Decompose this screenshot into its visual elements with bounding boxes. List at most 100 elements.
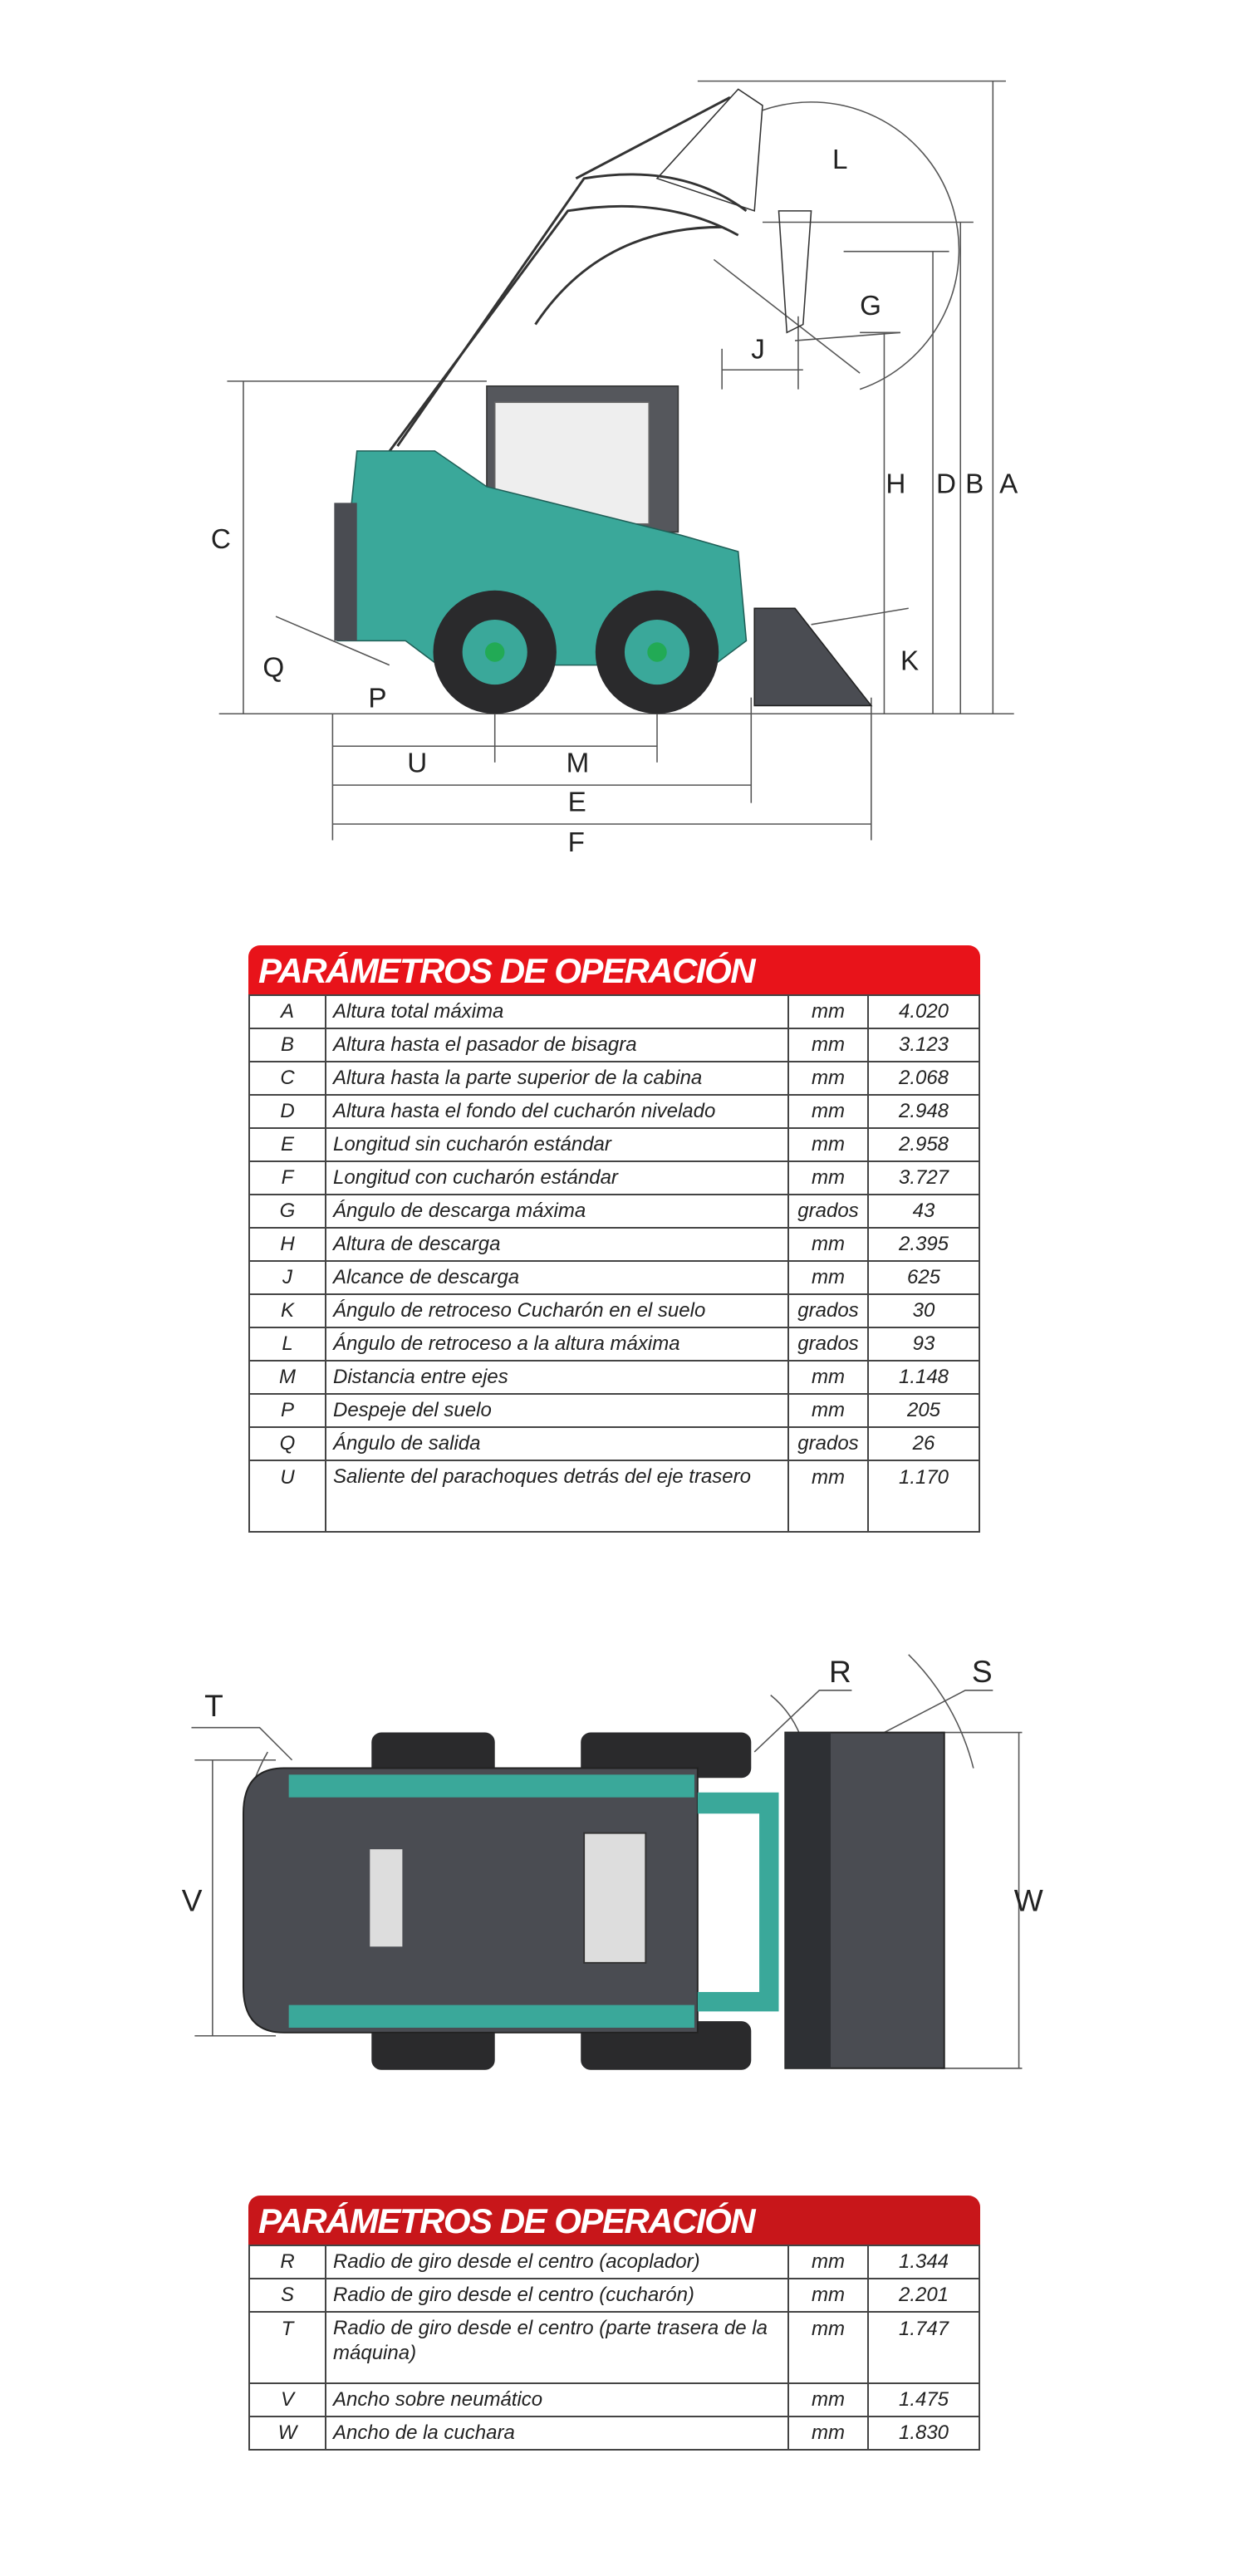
label-D: D [936, 469, 956, 500]
param-description: Altura de descarga [325, 1227, 789, 1262]
param-value: 2.068 [867, 1061, 980, 1096]
param-unit: grados [787, 1194, 869, 1229]
lift-arm [380, 96, 748, 464]
label-T: T [204, 1688, 223, 1723]
param-letter: A [248, 994, 326, 1029]
param-letter: R [248, 2245, 326, 2279]
param-value: 1.747 [867, 2311, 980, 2384]
bucket [753, 607, 873, 707]
wheels [433, 590, 719, 714]
param-letter: M [248, 1360, 326, 1395]
param-description: Ángulo de retroceso Cucharón en el suelo [325, 1293, 789, 1328]
param-value: 625 [867, 1260, 980, 1295]
param-description: Distancia entre ejes [325, 1360, 789, 1395]
label-M: M [567, 748, 590, 779]
param-unit: grados [787, 1327, 869, 1362]
param-description: Altura hasta el pasador de bisagra [325, 1028, 789, 1062]
param-letter: V [248, 2382, 326, 2417]
param-unit: grados [787, 1426, 869, 1461]
param-description: Altura total máxima [325, 994, 789, 1029]
loader-arms [697, 1792, 779, 2012]
param-unit: mm [787, 1360, 869, 1395]
param-value: 1.148 [867, 1360, 980, 1395]
label-U: U [407, 748, 427, 779]
param-value: 2.395 [867, 1227, 980, 1262]
param-description: Alcance de descarga [325, 1260, 789, 1295]
param-description: Ángulo de descarga máxima [325, 1194, 789, 1229]
label-V: V [182, 1882, 203, 1917]
body-rail-top [288, 1774, 694, 1798]
table-title: PARÁMETROS DE OPERACIÓN [248, 2196, 980, 2245]
param-unit: mm [787, 2311, 869, 2384]
param-unit: mm [787, 1061, 869, 1096]
label-F: F [568, 827, 585, 858]
param-unit: mm [787, 1260, 869, 1295]
param-value: 2.958 [867, 1127, 980, 1162]
param-description: Altura hasta la parte superior de la cab… [325, 1061, 789, 1096]
param-letter: F [248, 1160, 326, 1195]
param-description: Radio de giro desde el centro (parte tra… [325, 2311, 789, 2384]
param-letter: H [248, 1227, 326, 1262]
label-S: S [972, 1654, 993, 1689]
param-letter: L [248, 1327, 326, 1362]
param-unit: mm [787, 2278, 869, 2313]
param-value: 1.170 [867, 1460, 980, 1533]
param-description: Ángulo de salida [325, 1426, 789, 1461]
param-letter: U [248, 1460, 326, 1533]
param-letter: W [248, 2416, 326, 2451]
param-value: 30 [867, 1293, 980, 1328]
label-B: B [965, 469, 984, 500]
param-unit: mm [787, 1127, 869, 1162]
param-letter: P [248, 1393, 326, 1428]
param-unit: mm [787, 2416, 869, 2451]
param-letter: K [248, 1293, 326, 1328]
label-K: K [900, 645, 919, 676]
label-W: W [1014, 1882, 1043, 1917]
param-letter: Q [248, 1426, 326, 1461]
param-unit: grados [787, 1293, 869, 1328]
param-description: Ángulo de retroceso a la altura máxima [325, 1327, 789, 1362]
param-value: 4.020 [867, 994, 980, 1029]
param-unit: mm [787, 1028, 869, 1062]
param-letter: C [248, 1061, 326, 1096]
engine-grille [370, 1849, 403, 1947]
label-E: E [568, 787, 586, 817]
param-value: 2.948 [867, 1094, 980, 1129]
param-description: Longitud con cucharón estándar [325, 1160, 789, 1195]
top-view-labels: T V R S W [182, 1654, 1043, 1917]
param-value: 43 [867, 1194, 980, 1229]
param-description: Radio de giro desde el centro (cucharón) [325, 2278, 789, 2313]
param-description: Ancho sobre neumático [325, 2382, 789, 2417]
top-view-diagram: T V R S W [182, 1654, 1043, 2070]
side-view-diagram: A B D H C L G J K Q P U M E F [211, 80, 1018, 858]
param-value: 26 [867, 1426, 980, 1461]
label-C: C [211, 524, 231, 555]
param-unit: mm [787, 1160, 869, 1195]
body-rail-bottom [288, 2004, 694, 2028]
param-letter: D [248, 1094, 326, 1129]
param-value: 1.830 [867, 2416, 980, 2451]
param-unit: mm [787, 1094, 869, 1129]
param-description: Despeje del suelo [325, 1393, 789, 1428]
param-description: Altura hasta el fondo del cucharón nivel… [325, 1094, 789, 1129]
param-description: Ancho de la cuchara [325, 2416, 789, 2451]
param-description: Radio de giro desde el centro (acoplador… [325, 2245, 789, 2279]
